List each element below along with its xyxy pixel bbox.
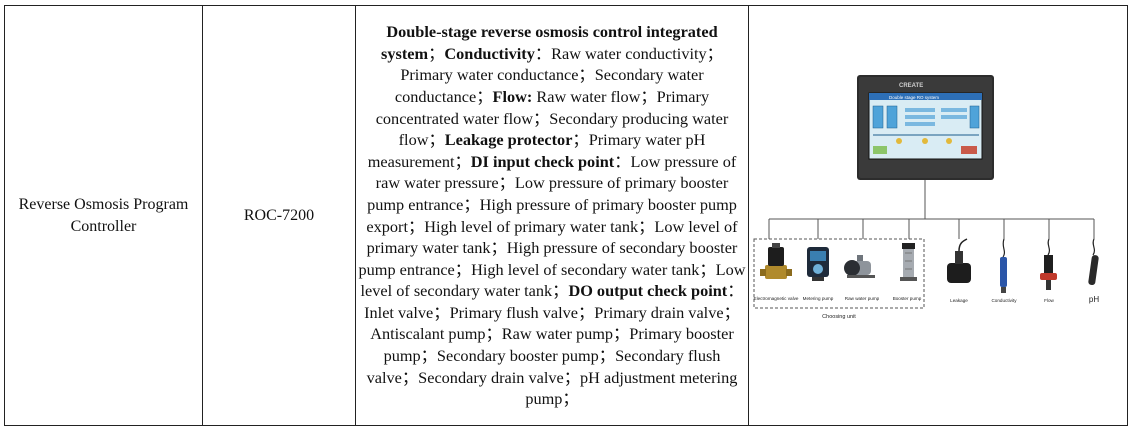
label-conductivity: Conductivity (991, 298, 1017, 303)
description-segment: ；Primary water pH measurement； (367, 130, 706, 171)
label-electromagnetic-valve: Electromagnetic valve (754, 296, 799, 301)
leakage-sensor-icon (947, 238, 971, 283)
component-labels: Electromagnetic valve Metering pump Raw … (754, 295, 1100, 320)
panel-brand: CREATE (899, 83, 923, 89)
description-segment: ：Raw water conductivity；Primary water co… (394, 43, 723, 106)
product-model: ROC-7200 (202, 5, 356, 426)
description-segment: ：Inlet valve；Primary flush valve；Primary… (364, 281, 744, 409)
description-heading: Conductivity (444, 43, 535, 63)
choosing-unit-label: Choosing unit (822, 314, 856, 320)
screen-title: Double stage RO system (889, 95, 939, 100)
ph-probe-icon (1088, 238, 1099, 286)
product-name: Reverse Osmosis Program Controller (4, 5, 203, 426)
product-description: Double-stage reverse osmosis control int… (355, 5, 749, 426)
conductivity-probe-icon (1000, 238, 1007, 293)
hmi-panel: CREATE Double stage RO system (857, 75, 994, 180)
booster-pump-icon (900, 243, 917, 281)
connection-lines (768, 180, 1095, 239)
table-row: Reverse Osmosis Program Controller ROC-7… (4, 5, 1128, 426)
label-booster-pump: Booster pump (893, 296, 922, 301)
product-image-cell: CREATE Double stage RO system (748, 5, 1128, 426)
description-heading: Leakage protector (444, 130, 573, 150)
description-segment: Raw water flow；Primary concentrated wate… (375, 86, 729, 150)
description-text: Double-stage reverse osmosis control int… (356, 21, 748, 410)
spec-table: Reverse Osmosis Program Controller ROC-7… (4, 5, 1128, 426)
screen-schematic (872, 105, 980, 154)
raw-water-pump-icon (844, 255, 875, 278)
description-heading: DI input check point (470, 151, 615, 171)
metering-pump-icon (807, 247, 829, 281)
label-metering-pump: Metering pump (803, 296, 834, 301)
label-leakage: Leakage (950, 298, 968, 303)
controller-diagram: CREATE Double stage RO system (753, 75, 1100, 320)
label-raw-water-pump: Raw water pump (845, 296, 880, 301)
flow-sensor-icon (1040, 238, 1057, 290)
solenoid-valve-icon (760, 243, 792, 279)
label-flow: Flow (1044, 298, 1054, 303)
description-heading: Double-stage reverse osmosis control int… (381, 22, 718, 63)
description-segment: ； (428, 43, 445, 63)
description-heading: DO output check point (568, 281, 728, 301)
choosing-unit-box (753, 238, 925, 309)
label-ph: pH (1089, 295, 1099, 304)
description-heading: Flow: (492, 86, 533, 106)
description-segment: ：Low pressure of raw water pressure；Low … (358, 151, 746, 301)
